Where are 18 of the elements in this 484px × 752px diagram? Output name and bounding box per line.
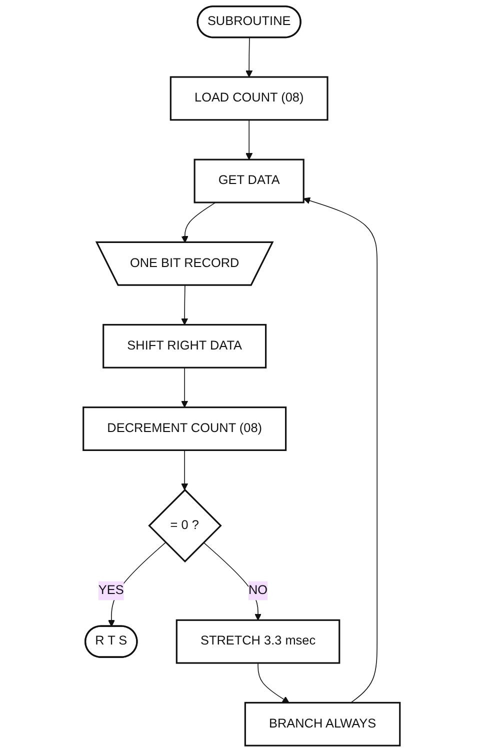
arrow xyxy=(182,202,216,243)
arrow xyxy=(246,120,253,160)
node-diamond: = 0 ? xyxy=(148,488,222,562)
edge-label: YES xyxy=(98,584,124,598)
node-box: GET DATA xyxy=(194,158,305,204)
arrow xyxy=(246,37,253,78)
node-box: SHIFT RIGHT DATA xyxy=(102,324,267,368)
node-box: LOAD COUNT (08) xyxy=(170,76,329,121)
arrow xyxy=(181,450,188,490)
edge-label: NO xyxy=(248,584,268,598)
arrow xyxy=(258,662,290,704)
arrow xyxy=(181,285,188,326)
arrow xyxy=(304,197,378,704)
node-box: DECREMENT COUNT (08) xyxy=(82,406,287,451)
node-box: STRETCH 3.3 msec xyxy=(176,619,341,664)
arrow xyxy=(204,542,262,620)
arrow xyxy=(181,367,188,408)
node-box: BRANCH ALWAYS xyxy=(244,702,402,746)
